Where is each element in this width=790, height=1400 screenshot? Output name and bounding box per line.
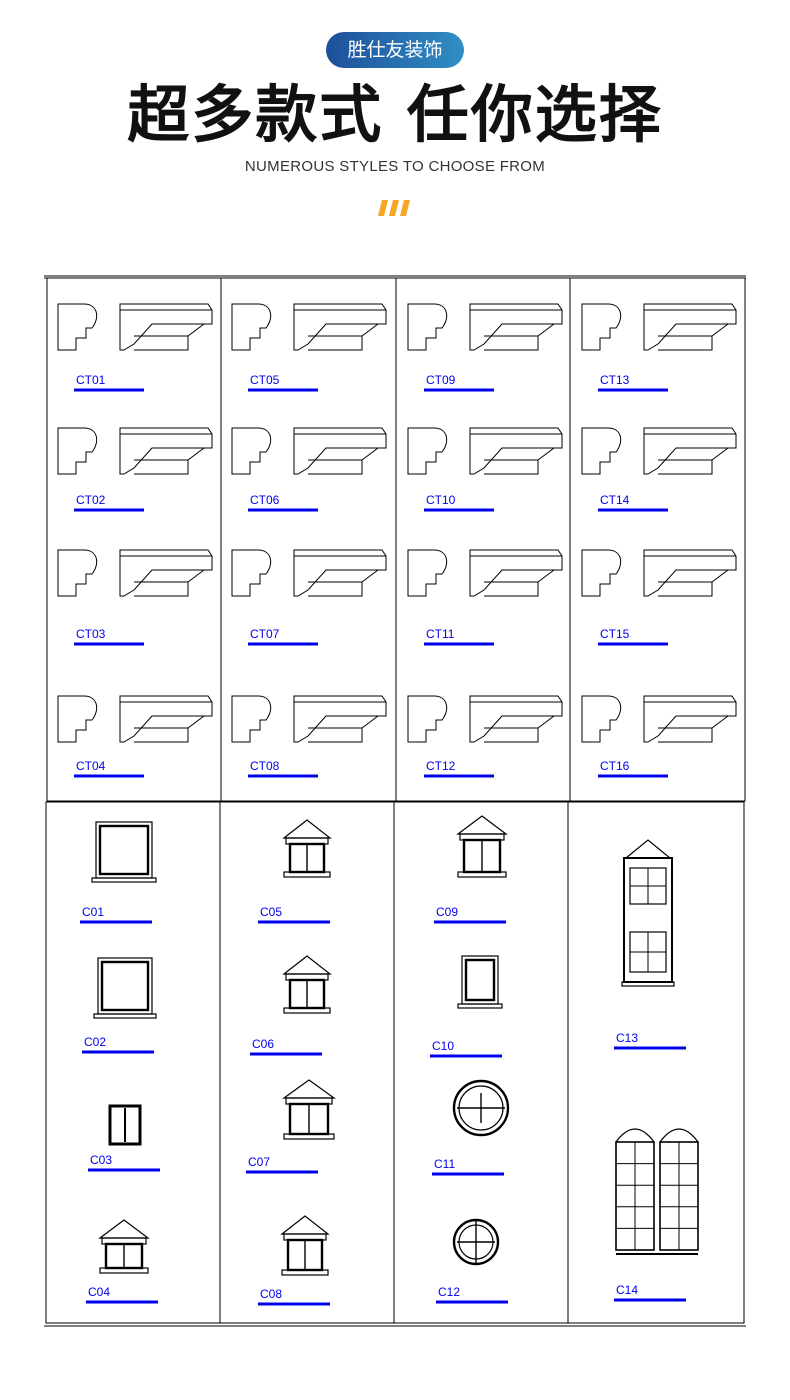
cornice-cell: CT06 — [231, 427, 387, 512]
cornice-profile-icon — [407, 549, 563, 597]
window-cell: C06 — [250, 955, 332, 1056]
cornice-profile-icon — [407, 695, 563, 743]
cornice-profile-icon — [581, 303, 737, 351]
item-code-label: CT14 — [600, 493, 630, 507]
window-cell: C08 — [258, 1215, 330, 1306]
cornice-cell: CT05 — [231, 303, 387, 392]
item-code-label: CT01 — [76, 373, 106, 387]
cornice-profile-icon — [581, 427, 737, 475]
item-code-label: CT08 — [250, 759, 280, 773]
cornice-cell: CT13 — [581, 303, 737, 392]
window-cell: C10 — [430, 955, 503, 1058]
window-cell: C07 — [246, 1079, 336, 1174]
window-drawing-icon — [452, 1079, 510, 1137]
window-cell: C14 — [614, 1128, 699, 1302]
window-drawing-icon — [91, 821, 157, 883]
item-code-label: C10 — [432, 1039, 454, 1053]
cornice-cell: CT08 — [231, 695, 387, 778]
cornice-cell: CT07 — [231, 549, 387, 646]
window-drawing-icon — [98, 1219, 150, 1274]
window-drawing-icon — [615, 1128, 699, 1255]
cornice-cell: CT12 — [407, 695, 563, 778]
window-drawing-icon — [108, 1104, 142, 1146]
cornice-cell: CT15 — [581, 549, 737, 646]
item-code-label: CT06 — [250, 493, 280, 507]
cornice-cell: CT03 — [57, 549, 213, 646]
window-cell: C12 — [436, 1218, 508, 1304]
window-cell: C09 — [434, 815, 508, 924]
cornice-profile-icon — [57, 303, 213, 351]
item-code-label: CT07 — [250, 627, 280, 641]
item-code-label: C01 — [82, 905, 104, 919]
cornice-cell: CT10 — [407, 427, 563, 512]
item-code-label: CT15 — [600, 627, 630, 641]
cornice-profile-icon — [231, 427, 387, 475]
item-code-label: C05 — [260, 905, 282, 919]
cornice-cell: CT09 — [407, 303, 563, 392]
cornice-profile-icon — [407, 427, 563, 475]
window-drawing-icon — [457, 955, 503, 1009]
cornice-profile-icon — [57, 427, 213, 475]
item-code-label: C03 — [90, 1153, 112, 1167]
window-cell: C01 — [80, 821, 157, 924]
window-drawing-icon — [282, 1079, 336, 1140]
item-code-label: CT10 — [426, 493, 456, 507]
item-code-label: C13 — [616, 1031, 638, 1045]
item-code-label: C02 — [84, 1035, 106, 1049]
cornice-grid-frame — [46, 277, 746, 802]
item-code-label: C12 — [438, 1285, 460, 1299]
item-code-label: CT09 — [426, 373, 456, 387]
cornice-cell: CT16 — [581, 695, 737, 778]
item-code-label: C11 — [434, 1157, 455, 1171]
page-headline: 超多款式 任你选择 — [127, 78, 663, 151]
item-code-label: C07 — [248, 1155, 270, 1169]
cornice-cell: CT11 — [407, 549, 563, 646]
window-grid-frame — [45, 801, 745, 1324]
item-code-label: C08 — [260, 1287, 282, 1301]
cornice-profile-icon — [57, 549, 213, 597]
item-code-label: C09 — [436, 905, 458, 919]
window-drawing-icon — [282, 955, 332, 1014]
item-code-label: CT11 — [426, 627, 455, 641]
item-code-label: CT02 — [76, 493, 106, 507]
cornice-profile-icon — [581, 549, 737, 597]
window-drawing-icon — [282, 819, 332, 878]
window-cell: C05 — [258, 819, 332, 924]
quote-mark-icon — [378, 200, 410, 216]
window-cell: C11 — [432, 1079, 510, 1176]
item-code-label: CT16 — [600, 759, 630, 773]
window-cell: C04 — [86, 1219, 158, 1304]
item-code-label: CT03 — [76, 627, 106, 641]
page-subheadline: NUMEROUS STYLES TO CHOOSE FROM — [244, 158, 546, 175]
window-drawing-icon — [452, 1218, 500, 1266]
cornice-profile-icon — [407, 303, 563, 351]
window-drawing-icon — [456, 815, 508, 878]
window-cell: C13 — [614, 839, 686, 1050]
item-code-label: CT04 — [76, 759, 106, 773]
item-code-label: CT12 — [426, 759, 456, 773]
item-code-label: CT05 — [250, 373, 280, 387]
cornice-profile-icon — [231, 303, 387, 351]
cornice-profile-icon — [581, 695, 737, 743]
cornice-profile-icon — [231, 695, 387, 743]
window-drawing-icon — [93, 957, 157, 1019]
window-drawing-icon — [280, 1215, 330, 1276]
window-cell: C03 — [88, 1104, 160, 1172]
cornice-profile-icon — [231, 549, 387, 597]
cornice-cell: CT01 — [57, 303, 213, 392]
item-code-label: C14 — [616, 1283, 638, 1297]
item-code-label: C06 — [252, 1037, 274, 1051]
cornice-profile-icon — [57, 695, 213, 743]
cornice-cell: CT02 — [57, 427, 213, 512]
window-cell: C02 — [82, 957, 157, 1054]
window-drawing-icon — [621, 839, 675, 987]
brand-pill: 胜仕友装饰 — [326, 32, 464, 68]
cornice-cell: CT04 — [57, 695, 213, 778]
cornice-cell: CT14 — [581, 427, 737, 512]
item-code-label: C04 — [88, 1285, 110, 1299]
item-code-label: CT13 — [600, 373, 630, 387]
